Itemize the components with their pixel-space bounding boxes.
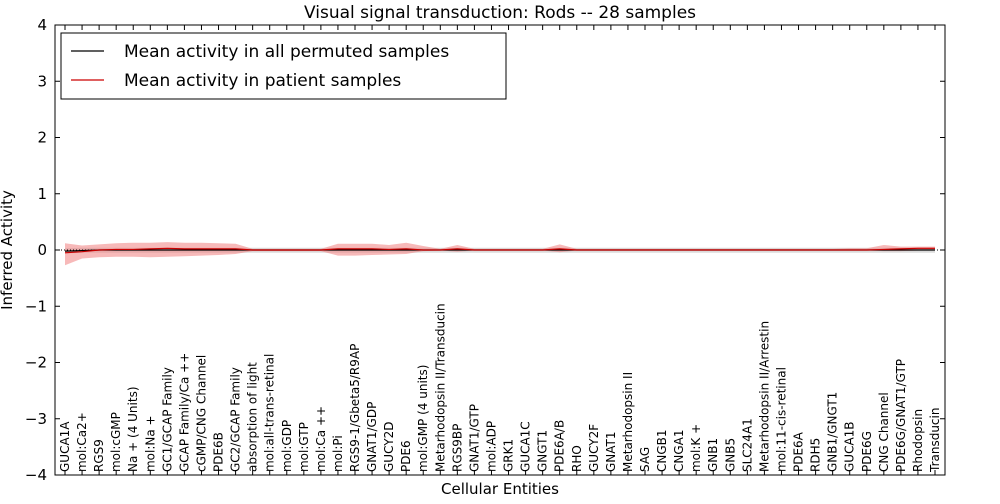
x-category-label: PDE6A [792,431,806,472]
chart-title: Visual signal transduction: Rods -- 28 s… [304,3,696,23]
x-category-label: GC1/GCAP Family [160,367,174,472]
x-category-label: mol:Ca2+ [75,412,89,472]
legend: Mean activity in all permuted samplesMea… [60,32,507,100]
x-category-label: mol:GTP [297,422,311,472]
x-category-label: GNB1 [706,438,720,472]
x-category-label: GUCY2F [587,424,601,472]
x-category-label: mol:Pi [331,435,345,472]
y-tick-label: 2 [37,129,47,147]
x-category-label: GUCA1A [58,421,72,472]
x-category-label: GCAP Family/Ca ++ [177,353,191,472]
legend-label-2: Mean activity in patient samples [124,71,401,91]
x-category-label: Na + (4 Units) [126,386,140,472]
x-category-label: absorption of light [246,362,260,472]
x-category-label: CNGB1 [655,429,669,472]
x-category-label: RGS9 [92,439,106,472]
y-tick-label: −1 [25,297,47,315]
x-category-label: mol:GDP [280,420,294,472]
confidence-bands [65,242,935,266]
x-category-label: mol:Ca ++ [314,406,328,472]
x-category-label: CNG Channel [877,392,891,472]
x-category-label: Transducin [928,408,942,473]
x-category-label: RGS9-1/Gbeta5/R9AP [348,344,362,472]
x-category-label: GNAT1 [604,431,618,472]
x-axis-label: Cellular Entities [441,480,559,498]
x-category-label: GNB5 [723,438,737,472]
x-category-label: PDE6 [399,440,413,472]
x-category-label: Metarhodopsin II [621,372,635,472]
x-category-label: RDH5 [809,438,823,472]
x-category-label: Rhodopsin [911,409,925,472]
y-axis-label: Inferred Activity [0,190,16,310]
series-band-2 [65,242,935,266]
series-line-2 [64,247,935,254]
x-category-label: GRK1 [502,439,516,472]
y-tick-label: −3 [25,410,47,428]
y-tick-label: 0 [37,241,47,259]
series-lines [64,247,935,254]
x-category-label: RHO [570,445,584,472]
x-category-label: GNAT1/GTP [467,404,481,472]
x-category-label: mol:all-trans-retinal [263,354,277,472]
x-category-label: mol:ADP [484,421,498,472]
x-category-label: PDE6A/B [553,420,567,472]
x-category-label: mol:GMP (4 units) [416,365,430,472]
x-category-label: mol:11-cis-retinal [774,367,788,472]
x-category-label: PDE6B [212,432,226,472]
y-tick-label: −4 [25,466,47,484]
y-axis-ticks: −4 −3 −2 −1 0 1 2 3 4 [25,16,945,484]
x-category-label: GNB1/GNGT1 [826,392,840,472]
x-category-label: GUCA1B [843,421,857,472]
x-category-label: PDE6G [860,431,874,472]
x-category-label: CNGA1 [672,430,686,473]
legend-box [60,32,507,100]
y-tick-label: 1 [37,185,47,203]
x-category-label: Metarhodopsin II/Transducin [433,303,447,472]
x-category-label: mol:cGMP [109,412,123,472]
y-tick-label: 4 [37,16,47,34]
y-tick-label: −2 [25,354,47,372]
x-category-label: GUCY2D [382,422,396,472]
x-category-label: mol:K + [689,424,703,472]
x-category-label: RGS9BP [450,424,464,472]
y-tick-label: 3 [37,72,47,90]
x-category-label: Metarhodopsin II/Arrestin [757,321,771,472]
x-category-label: GC2/GCAP Family [229,367,243,472]
x-category-label: mol:Na + [143,415,157,472]
x-category-label: GUCA1C [519,421,533,472]
x-category-label: GNGT1 [536,430,550,472]
x-category-label: GNAT1/GDP [365,402,379,472]
x-category-label: PDE6G/GNAT1/GTP [894,359,908,472]
x-category-label: cGMP/CNG Channel [194,355,208,472]
x-category-label: SLC24A1 [740,418,754,472]
x-category-label: SAG [638,447,652,472]
legend-label-1: Mean activity in all permuted samples [124,42,449,62]
